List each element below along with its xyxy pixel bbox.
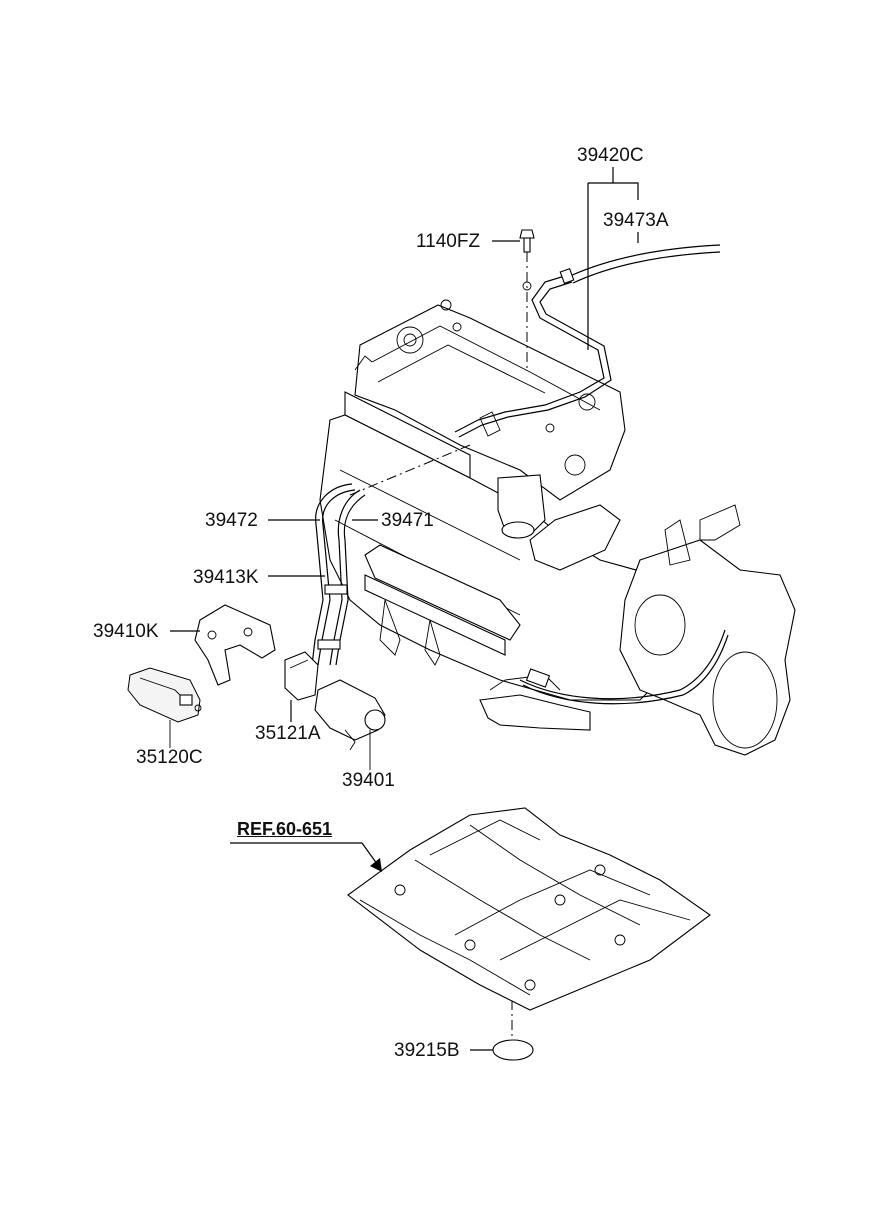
bracket-39410k — [194, 604, 276, 686]
callout-1140fz: 1140FZ — [416, 231, 481, 252]
bolt-1140fz — [519, 229, 535, 368]
sensor-35120c — [127, 667, 202, 748]
reference-ref-60-651[interactable]: REF.60-651 — [237, 819, 333, 839]
callout-39471: 39471 — [381, 510, 434, 531]
hoses-39472-39471 — [311, 483, 366, 666]
callout-39401: 39401 — [342, 770, 395, 791]
bracket-35121a — [284, 651, 319, 701]
engine-assembly — [319, 299, 796, 756]
callout-39473a: 39473A — [603, 210, 669, 231]
vacuum-pipe-39473a — [454, 244, 721, 438]
callout-35121a: 35121A — [255, 723, 321, 744]
floor-panel — [347, 807, 711, 1011]
plug-39215b — [492, 1039, 534, 1061]
callout-39472: 39472 — [205, 510, 258, 531]
callout-39420c: 39420C — [577, 145, 644, 166]
callout-39410k: 39410K — [93, 621, 159, 642]
leader-lines — [170, 167, 639, 1051]
callout-39215b: 39215B — [394, 1040, 460, 1061]
callout-35120c: 35120C — [136, 747, 203, 768]
valve-39401 — [314, 679, 386, 770]
callout-39413k: 39413K — [193, 567, 259, 588]
